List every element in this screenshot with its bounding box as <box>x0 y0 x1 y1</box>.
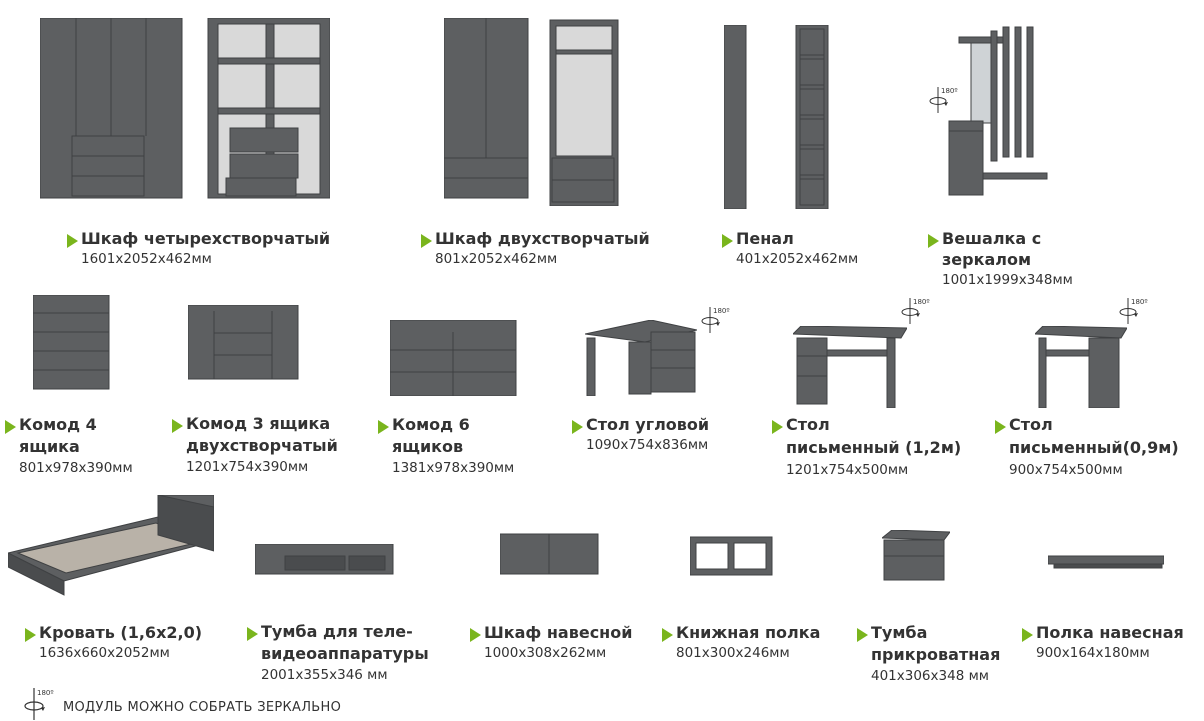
item-title: Комод 6 <box>392 415 470 434</box>
wardrobe4-image <box>39 17 331 204</box>
green-arrow-icon <box>928 234 939 248</box>
bed-image <box>6 494 216 601</box>
green-arrow-icon <box>5 420 16 434</box>
item-title: письменный (1,2м) <box>786 438 962 457</box>
tv-image <box>254 543 395 584</box>
item-title: Вешалка с <box>942 229 1042 248</box>
item-dimensions: 401x306x348 мм <box>871 668 989 684</box>
penal-image <box>723 24 830 213</box>
desk09-image <box>1033 325 1128 412</box>
item-dimensions: 1636x660x2052мм <box>39 645 170 661</box>
item-dimensions: 1000x308x262мм <box>484 645 607 661</box>
hanger-image <box>947 25 1057 207</box>
svg-text:180º: 180º <box>913 298 930 306</box>
item-title: прикроватная <box>871 645 1001 664</box>
item-title: двухстворчатый <box>186 436 338 455</box>
desk12-image <box>791 325 908 412</box>
item-title: ящиков <box>392 437 464 456</box>
rotate-180-icon: 180º <box>900 296 930 328</box>
item-title: Пенал <box>736 229 794 248</box>
rotate-180-icon: 180º <box>24 688 54 720</box>
bookshelf-image <box>689 535 774 583</box>
item-dimensions: 2001x355x346 мм <box>261 667 388 683</box>
item-title: Комод 4 <box>19 415 97 434</box>
item-title: ящика <box>19 437 80 456</box>
item-title: Тумба <box>871 623 928 642</box>
green-arrow-icon <box>247 627 258 641</box>
shelf-image <box>1047 548 1165 582</box>
item-dimensions: 1001x1999x348мм <box>942 272 1073 288</box>
green-arrow-icon <box>378 420 389 434</box>
green-arrow-icon <box>857 628 868 642</box>
dresser4-image <box>32 294 111 395</box>
item-title: Кровать (1,6x2,0) <box>39 623 203 642</box>
green-arrow-icon <box>1022 628 1033 642</box>
item-dimensions: 900x164x180мм <box>1036 645 1150 661</box>
item-title: зеркалом <box>942 250 1032 269</box>
green-arrow-icon <box>995 420 1006 434</box>
item-dimensions: 1601x2052x462мм <box>81 251 212 267</box>
item-dimensions: 900x754x500мм <box>1009 462 1123 478</box>
dresser6-image <box>389 319 517 400</box>
svg-text:180º: 180º <box>941 87 958 95</box>
green-arrow-icon <box>421 234 432 248</box>
green-arrow-icon <box>772 420 783 434</box>
wardrobe2-image <box>443 17 619 210</box>
item-title: Тумба для теле- <box>261 622 413 641</box>
item-title: Комод 3 ящика <box>186 414 331 433</box>
bedside-image <box>880 529 951 586</box>
rotate-180-icon: 180º <box>928 85 958 117</box>
item-dimensions: 801x300x246мм <box>676 645 790 661</box>
item-title: Шкаф двухстворчатый <box>435 229 650 248</box>
item-dimensions: 1090x754x836мм <box>586 437 709 453</box>
item-title: Стол <box>1009 415 1053 434</box>
item-title: письменный(0,9м) <box>1009 438 1179 457</box>
rotate-degree-label: 180º <box>37 689 54 697</box>
rotate-180-icon: 180º <box>700 305 730 337</box>
green-arrow-icon <box>722 234 733 248</box>
green-arrow-icon <box>25 628 36 642</box>
item-dimensions: 1201x754x500мм <box>786 462 909 478</box>
rotate-180-icon: 180º <box>1118 296 1148 328</box>
item-dimensions: 401x2052x462мм <box>736 251 859 267</box>
green-arrow-icon <box>572 420 583 434</box>
item-title: Книжная полка <box>676 623 821 642</box>
svg-text:180º: 180º <box>713 307 730 315</box>
cornerdesk-image <box>584 319 698 400</box>
item-dimensions: 801x2052x462мм <box>435 251 558 267</box>
item-title: Стол <box>786 415 830 434</box>
item-title: Шкаф четырехстворчатый <box>81 229 331 248</box>
dresser3-image <box>187 304 300 385</box>
item-title: Полка навесная <box>1036 623 1184 642</box>
green-arrow-icon <box>67 234 78 248</box>
item-dimensions: 1381x978x390мм <box>392 460 515 476</box>
green-arrow-icon <box>172 419 183 433</box>
svg-text:180º: 180º <box>1131 298 1148 306</box>
footer-note: МОДУЛЬ МОЖНО СОБРАТЬ ЗЕРКАЛЬНО <box>63 700 342 715</box>
wallcab-image <box>499 530 600 582</box>
item-dimensions: 801x978x390мм <box>19 460 133 476</box>
item-dimensions: 1201x754x390мм <box>186 459 309 475</box>
item-title: видеоаппаратуры <box>261 644 429 663</box>
item-title: Стол угловой <box>586 415 710 434</box>
green-arrow-icon <box>470 628 481 642</box>
green-arrow-icon <box>662 628 673 642</box>
item-title: Шкаф навесной <box>484 623 633 642</box>
